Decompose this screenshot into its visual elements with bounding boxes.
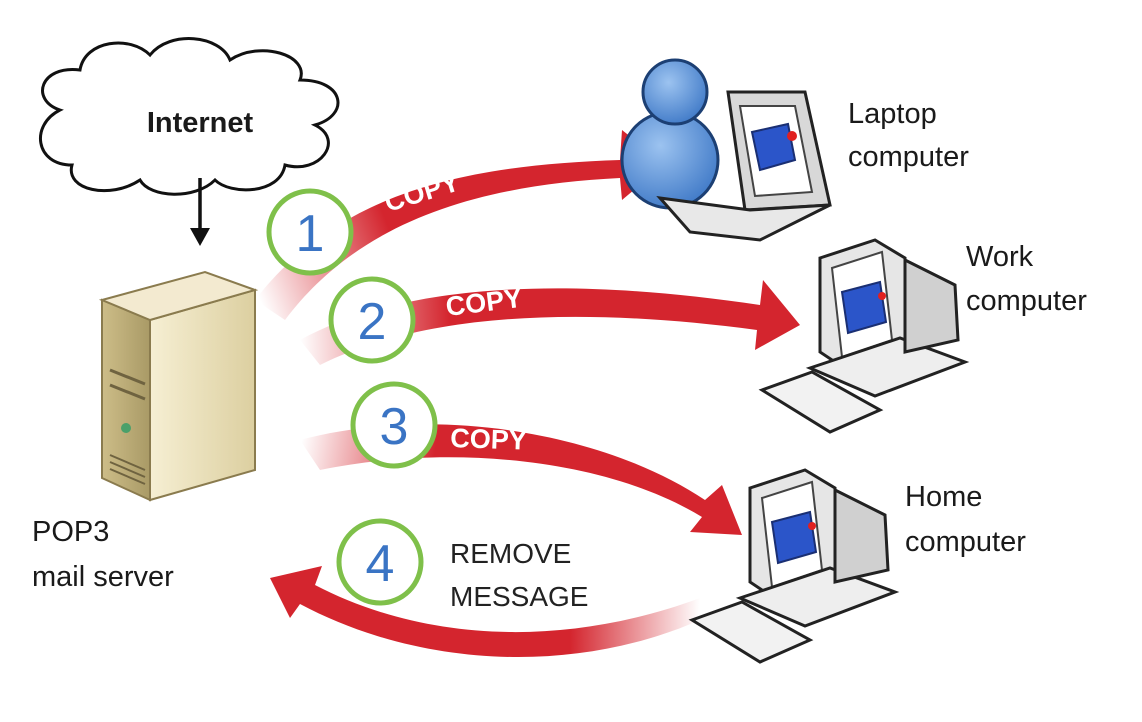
- step-3-number: 3: [380, 398, 409, 456]
- internet-to-server-arrow: [190, 178, 210, 246]
- internet-label: Internet: [147, 107, 254, 139]
- laptop-icon: [620, 58, 832, 242]
- home-computer-icon: [688, 468, 900, 664]
- arrow-remove-4: [270, 566, 700, 658]
- home-label-line-2: computer: [905, 526, 1026, 558]
- work-computer-icon: [758, 238, 970, 434]
- step-2-badge: 2: [328, 276, 416, 364]
- home-label-line-1: Home: [905, 481, 982, 513]
- internet-cloud: Internet: [39, 37, 340, 196]
- step-1-badge: 1: [266, 188, 354, 276]
- work-label-line-1: Work: [966, 241, 1034, 273]
- laptop-label-line-1: Laptop: [848, 98, 937, 130]
- remove-label-line-2: MESSAGE: [450, 581, 588, 612]
- server-icon: [98, 270, 259, 502]
- step-4-number: 4: [366, 535, 395, 593]
- laptop-label-line-2: computer: [848, 141, 969, 173]
- work-label-line-2: computer: [966, 285, 1087, 317]
- remove-label-line-1: REMOVE: [450, 538, 571, 569]
- step-1-number: 1: [296, 205, 325, 263]
- step-2-number: 2: [358, 293, 387, 351]
- copy-label-3: COPY: [450, 423, 528, 456]
- step-4-badge: 4: [336, 518, 424, 606]
- server-label-line-2: mail server: [32, 561, 174, 593]
- step-3-badge: 3: [350, 381, 438, 469]
- server-label-line-1: POP3: [32, 516, 109, 548]
